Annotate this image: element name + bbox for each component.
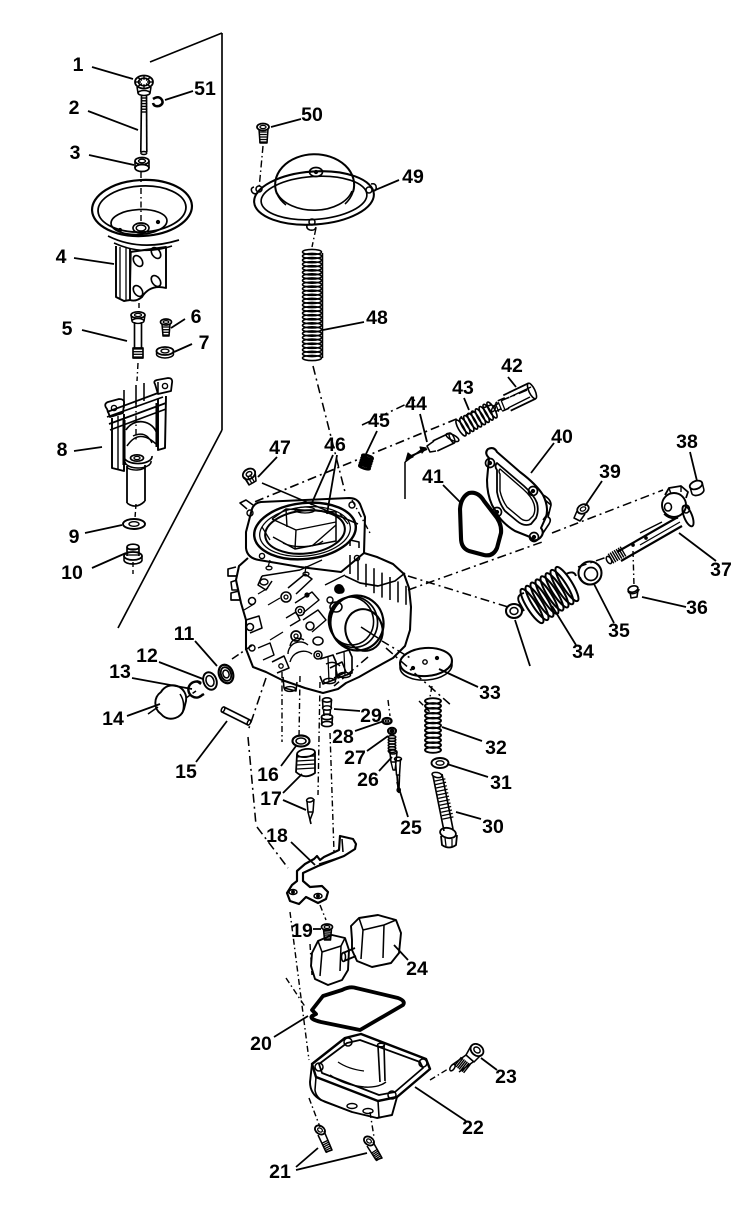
svg-text:19: 19 (291, 920, 313, 942)
svg-text:15: 15 (175, 761, 197, 783)
svg-text:47: 47 (269, 437, 291, 459)
svg-text:20: 20 (250, 1033, 272, 1055)
svg-text:28: 28 (332, 726, 354, 748)
svg-text:42: 42 (501, 355, 523, 377)
svg-text:18: 18 (266, 825, 288, 847)
svg-text:16: 16 (257, 764, 279, 786)
svg-text:14: 14 (102, 708, 124, 730)
svg-text:34: 34 (572, 641, 594, 663)
svg-text:46: 46 (324, 434, 346, 456)
svg-text:43: 43 (452, 377, 474, 399)
svg-text:32: 32 (485, 737, 507, 759)
svg-text:38: 38 (676, 431, 698, 453)
svg-text:22: 22 (462, 1117, 484, 1139)
svg-text:27: 27 (344, 747, 366, 769)
svg-text:26: 26 (357, 769, 379, 791)
svg-text:25: 25 (400, 817, 422, 839)
svg-text:50: 50 (301, 104, 323, 126)
svg-text:7: 7 (199, 332, 210, 354)
svg-text:3: 3 (70, 142, 81, 164)
svg-text:6: 6 (191, 306, 202, 328)
svg-text:49: 49 (402, 166, 424, 188)
svg-text:23: 23 (495, 1066, 517, 1088)
svg-text:2: 2 (69, 97, 80, 119)
svg-text:24: 24 (406, 958, 428, 980)
svg-text:37: 37 (710, 559, 732, 581)
svg-text:31: 31 (490, 772, 512, 794)
svg-text:35: 35 (608, 620, 630, 642)
svg-text:1: 1 (73, 54, 84, 76)
svg-text:4: 4 (56, 246, 67, 268)
svg-text:10: 10 (61, 562, 83, 584)
svg-text:29: 29 (360, 705, 382, 727)
svg-text:12: 12 (136, 645, 158, 667)
svg-text:41: 41 (422, 466, 444, 488)
svg-text:13: 13 (109, 661, 131, 683)
svg-text:30: 30 (482, 816, 504, 838)
svg-text:48: 48 (366, 307, 388, 329)
svg-text:33: 33 (479, 682, 501, 704)
svg-text:40: 40 (551, 426, 573, 448)
svg-text:21: 21 (269, 1161, 291, 1183)
svg-text:39: 39 (599, 461, 621, 483)
svg-text:45: 45 (368, 410, 390, 432)
svg-text:9: 9 (69, 526, 80, 548)
svg-text:36: 36 (686, 597, 708, 619)
svg-text:44: 44 (405, 393, 427, 415)
svg-text:5: 5 (62, 318, 73, 340)
svg-text:11: 11 (174, 623, 195, 645)
svg-text:51: 51 (194, 78, 216, 100)
svg-text:8: 8 (57, 439, 68, 461)
svg-text:17: 17 (260, 788, 282, 810)
